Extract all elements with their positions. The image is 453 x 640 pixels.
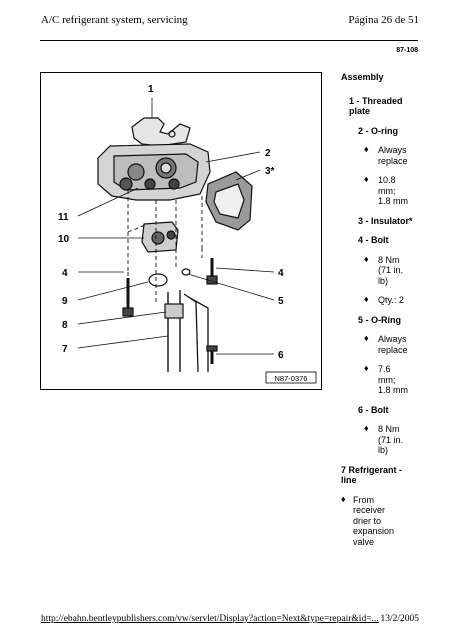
legend-item-6: 6 - Bolt	[358, 404, 389, 415]
legend-item-2-note-2: ♦10.8 mm; 1.8 mm	[364, 174, 409, 206]
callout-5: 5	[278, 296, 284, 307]
legend-item-4-note-2: ♦Qty.: 2	[364, 294, 404, 305]
legend-item-2-note-1: ♦Always replace	[364, 144, 408, 166]
footer-date: 13/2/2005	[380, 614, 419, 624]
callout-1: 1	[148, 84, 154, 95]
legend-item-5: 5 - O-Ring	[358, 314, 401, 325]
page-header-title: A/C refrigerant system, servicing	[41, 14, 188, 26]
legend-item-4: 4 - Bolt	[358, 235, 389, 245]
callout-10: 10	[58, 234, 70, 245]
diamond-bullet-icon: ♦	[364, 423, 369, 433]
diamond-bullet-icon: ♦	[341, 493, 346, 504]
legend-item-7-note-1: ♦From receiver drier to expansion valve	[341, 493, 395, 547]
diamond-bullet-icon: ♦	[364, 174, 369, 184]
figure-id: N87-0376	[275, 374, 308, 383]
callout-4-left: 4	[62, 268, 68, 279]
source-url-link[interactable]: http://ebahn.bentleypublishers.com/vw/se…	[41, 614, 379, 624]
header-rule	[40, 40, 418, 41]
diamond-bullet-icon: ♦	[364, 294, 369, 304]
diamond-bullet-icon: ♦	[364, 253, 369, 264]
legend-item-6-note-1: ♦8 Nm (71 in. lb)	[364, 423, 404, 455]
legend-item-3: 3 - Insulator*	[358, 215, 413, 226]
legend-item-7: 7 Refrigerant - line	[341, 464, 403, 486]
callout-7: 7	[62, 344, 68, 355]
assembly-diagram: 1 2 3* 11 10 4 4 9 5 8 7 6 N87-0376	[40, 72, 322, 390]
legend-item-2: 2 - O-ring	[358, 125, 398, 136]
legend-item-4-note-1: ♦8 Nm (71 in. lb)	[364, 253, 404, 286]
legend-item-5-note-1: ♦Always replace	[364, 333, 408, 355]
callout-8: 8	[62, 320, 68, 331]
diamond-bullet-icon: ♦	[364, 363, 369, 373]
assembly-legend: Assembly 1 - Threaded plate 2 - O-ring ♦…	[341, 72, 441, 556]
legend-item-1: 1 - Threaded plate	[349, 95, 403, 117]
callout-11: 11	[58, 212, 69, 223]
page-header-pagecount: Página 26 de 51	[348, 14, 419, 26]
callout-2: 2	[265, 148, 271, 159]
diamond-bullet-icon: ♦	[364, 333, 369, 343]
callout-4-right: 4	[278, 268, 284, 279]
legend-item-5-note-2: ♦7.6 mm; 1.8 mm	[364, 363, 409, 395]
callout-3: 3*	[265, 166, 275, 177]
legend-title: Assembly	[341, 72, 384, 82]
callout-6: 6	[278, 350, 284, 361]
section-page-number: 87-108	[396, 47, 418, 54]
diamond-bullet-icon: ♦	[364, 144, 369, 154]
callout-9: 9	[62, 296, 68, 307]
